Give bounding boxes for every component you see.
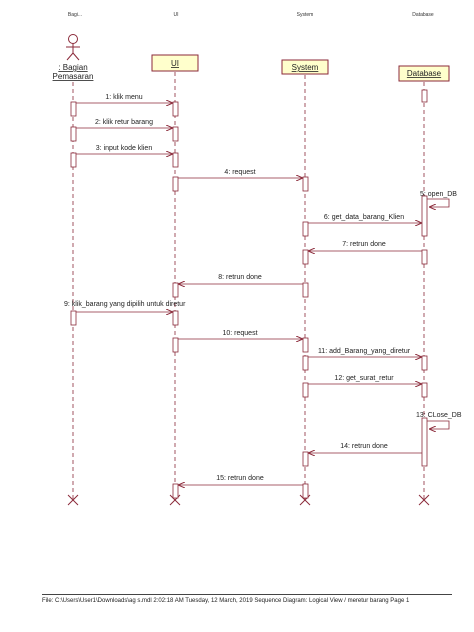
participant-label-ui: UI <box>171 59 179 68</box>
activation-bar <box>70 310 77 326</box>
message-label: 14: retrun done <box>340 443 388 450</box>
activation-bar <box>70 101 77 117</box>
activation-bar <box>302 282 309 298</box>
participant-box-system <box>281 59 329 75</box>
message-label: 10: request <box>222 330 257 337</box>
message-label: 2: klik retur barang <box>95 119 153 126</box>
header-label-system: System <box>297 12 314 18</box>
participant-label-system: System <box>292 63 319 72</box>
participant-box-ui <box>151 54 199 72</box>
message-label: 4: request <box>224 169 255 176</box>
activation-bar <box>172 101 179 117</box>
activation-bar <box>302 355 309 371</box>
header-label-actor: Bagi... <box>68 12 82 18</box>
activation-bar <box>172 282 179 298</box>
message-label: 3: input kode klien <box>96 145 153 152</box>
activation-bar <box>302 176 309 192</box>
participant-label-database: Database <box>407 69 442 78</box>
activation-bar <box>421 249 428 265</box>
header-label-database: Database <box>412 12 434 18</box>
destroy-mark-actor <box>67 494 79 506</box>
message-label: 1: klik menu <box>105 94 142 101</box>
message-label: 7: retrun done <box>342 241 386 248</box>
participant-box-database <box>398 65 450 82</box>
actor-label-line-1: : Bagian <box>58 63 87 72</box>
footer-divider <box>42 594 452 595</box>
message-label: 11: add_Barang_yang_diretur <box>318 348 411 355</box>
activation-bar <box>421 382 428 398</box>
activation-bar <box>172 152 179 168</box>
activation-bar <box>302 337 309 353</box>
message-label: 9: klik_barang yang dipilih untuk diretu… <box>64 301 186 308</box>
header-label-ui: UI <box>174 12 179 18</box>
activation-bar <box>302 249 309 265</box>
message-label: 5: open_DB <box>420 191 457 198</box>
message-label: 13: CLose_DB <box>416 412 462 419</box>
activation-bar <box>302 483 309 499</box>
actor-stick-figure-icon <box>66 34 80 61</box>
activation-bar <box>172 126 179 142</box>
activation-bar <box>70 126 77 142</box>
message-label: 6: get_data_barang_Klien <box>324 214 404 221</box>
message-label: 12: get_surat_retur <box>334 375 394 382</box>
activation-bar <box>302 382 309 398</box>
activation-bar <box>421 195 428 237</box>
activation-bar <box>302 451 309 467</box>
activation-bar <box>172 337 179 353</box>
activation-bar <box>172 483 179 499</box>
actor-label-line-2: Pemasaran <box>53 72 94 81</box>
activation-bar <box>421 417 428 467</box>
message-self-arrow <box>427 420 450 429</box>
destroy-mark-database <box>418 494 430 506</box>
activation-bar <box>172 176 179 192</box>
activation-bar <box>172 310 179 326</box>
activation-bar <box>70 152 77 168</box>
message-self-arrow <box>427 198 450 207</box>
message-label: 15: retrun done <box>216 475 264 482</box>
activation-bar <box>302 221 309 237</box>
activation-bar <box>421 89 428 103</box>
activation-bar <box>421 355 428 371</box>
message-label: 8: retrun done <box>218 274 262 281</box>
footer-text: File: C:\Users\User1\Downloads\ag s.mdl … <box>42 598 410 604</box>
